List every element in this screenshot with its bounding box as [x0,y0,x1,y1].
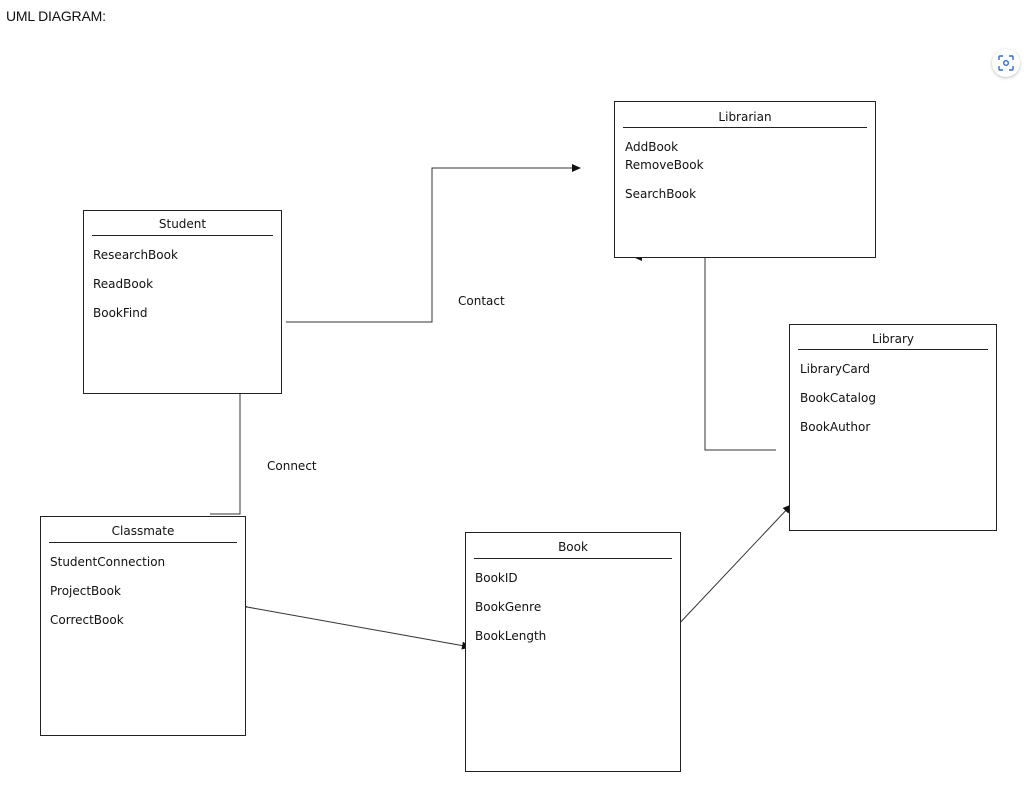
book-library-connector [667,504,792,636]
operation-item: BookID [475,571,518,585]
class-box-classmate: Classmate StudentConnection ProjectBook … [40,516,246,736]
classmate-book-connector [238,601,471,650]
relation-label-connect: Connect [267,459,317,473]
class-box-librarian: Librarian AddBook RemoveBook SearchBook [614,101,876,258]
operation-item: BookLength [475,629,547,643]
operation-item: ReadBook [93,277,154,291]
class-box-student: Student ResearchBook ReadBook BookFind [83,210,282,394]
page-title: UML DIAGRAM: [6,8,106,24]
operation-item: BookAuthor [800,420,871,434]
class-divider [623,127,867,128]
class-divider [92,235,273,236]
operation-item: RemoveBook [625,158,704,172]
class-name-student: Student [158,217,207,231]
operation-item: BookGenre [475,600,542,614]
operation-item: ResearchBook [93,248,178,262]
operation-item: BookFind [93,306,148,320]
library-librarian-connector [633,253,776,451]
operation-item: SearchBook [625,187,697,201]
operation-item: BookCatalog [800,391,876,405]
class-divider [49,542,237,543]
class-box-book: Book BookID BookGenre BookLength [465,532,681,772]
class-name-librarian: Librarian [718,110,772,124]
class-box-library: Library LibraryCard BookCatalog BookAuth… [789,324,997,531]
class-name-book: Book [558,540,588,554]
operation-item: StudentConnection [50,555,166,569]
class-name-library: Library [872,332,914,346]
lens-icon [998,55,1014,71]
class-divider [798,349,988,350]
operation-item: ProjectBook [50,584,121,598]
operation-item: LibraryCard [800,362,871,376]
operation-item: AddBook [625,140,679,154]
contact-connector [286,164,581,323]
class-divider [474,558,672,559]
operation-item: CorrectBook [50,613,124,627]
relation-label-contact: Contact [458,294,505,308]
class-name-classmate: Classmate [111,524,175,538]
image-search-lens-button[interactable] [992,49,1020,77]
